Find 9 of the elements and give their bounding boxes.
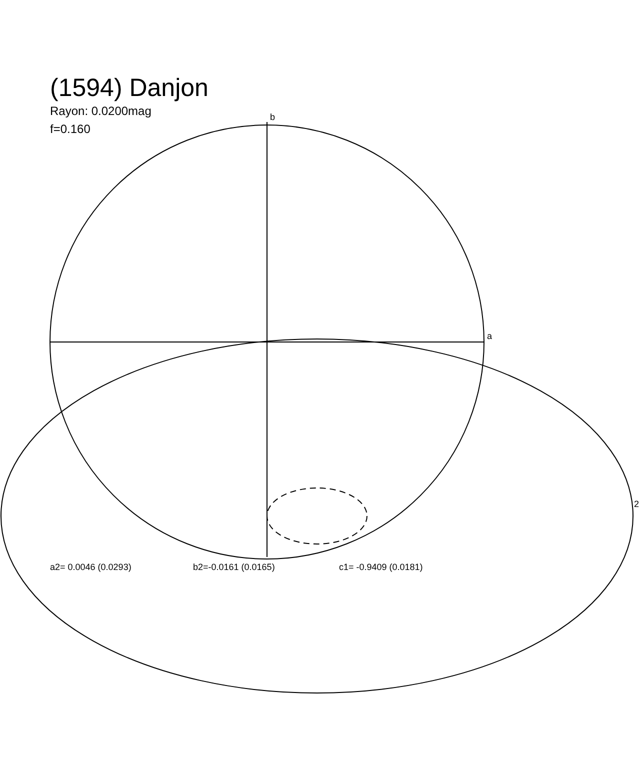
axis-label: a <box>487 332 492 341</box>
coefficient-text: c1= -0.9409 (0.0181) <box>339 563 423 572</box>
subtitle-text: Rayon: 0.0200mag <box>50 105 152 117</box>
title: (1594) Danjon <box>50 76 208 101</box>
axis-label: 2 <box>634 500 640 509</box>
coefficient-text: a2= 0.0046 (0.0293) <box>50 563 132 572</box>
axis-label: b <box>270 113 276 122</box>
parameter-text: f=0.160 <box>50 123 90 135</box>
coefficient-text: b2=-0.0161 (0.0165) <box>193 563 275 572</box>
